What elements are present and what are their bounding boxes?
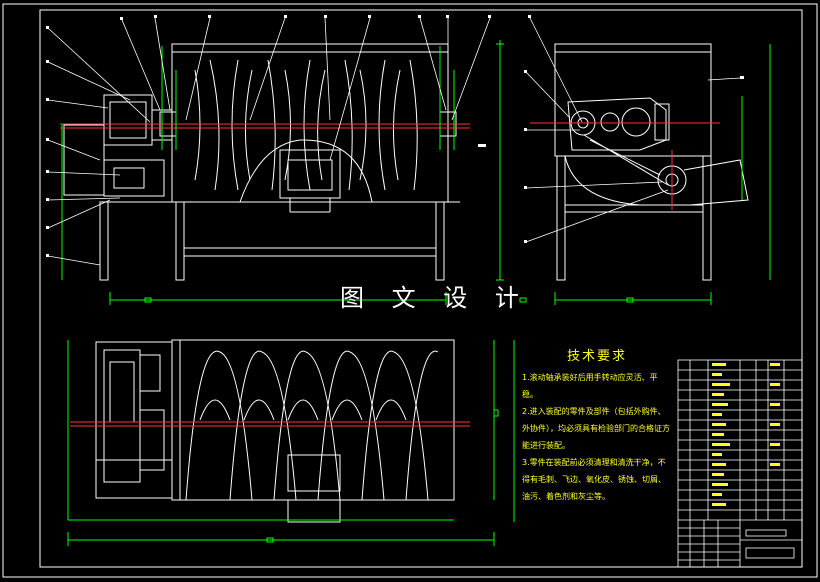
top-view bbox=[95, 339, 455, 523]
watermark-title: 图 文 设 计 bbox=[340, 284, 529, 312]
tech-requirement-2: 2.进入装配的零件及部件（包括外购件、外协件），均必须具有检验部门的合格证方能进… bbox=[522, 407, 670, 450]
part-tags bbox=[46, 15, 744, 257]
tech-requirements-heading: 技术要求 bbox=[566, 349, 627, 364]
dimension-lines bbox=[61, 40, 771, 546]
tech-requirement-1: 1.滚动轴承装好后用手转动应灵活、平稳。 bbox=[522, 373, 658, 399]
title-block-fill bbox=[712, 363, 780, 506]
tech-requirement-3: 3.零件在装配前必须清理和清洗干净，不得有毛刺、飞边、氧化皮、锈蚀、切屑、油污、… bbox=[522, 458, 666, 501]
tech-requirements: 技术要求 1.滚动轴承装好后用手转动应灵活、平稳。 2.进入装配的零件及部件（包… bbox=[522, 348, 672, 505]
side-view bbox=[554, 43, 749, 281]
title-block bbox=[677, 359, 803, 568]
inner-frame bbox=[39, 9, 803, 568]
outer-frame bbox=[2, 3, 818, 578]
front-view bbox=[63, 43, 460, 281]
leader-lines bbox=[47, 17, 741, 266]
